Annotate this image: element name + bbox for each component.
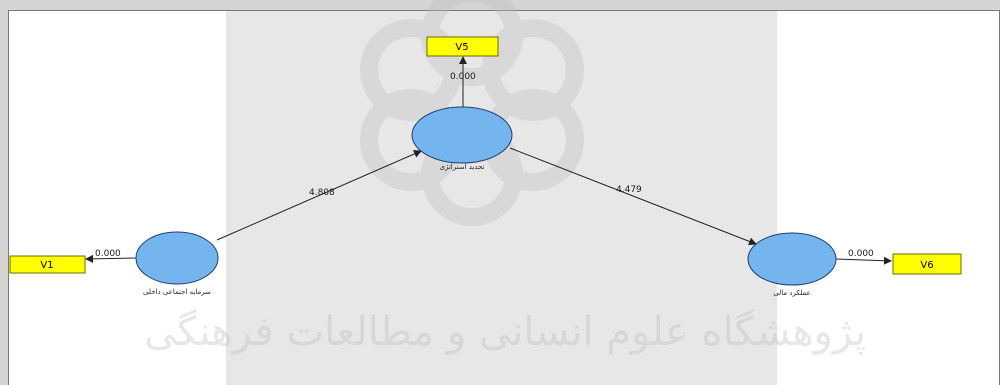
indicator-v1-box [9, 255, 86, 274]
path-left-to-center [216, 150, 422, 241]
latent-right-ellipse [747, 232, 837, 286]
coefficient-left-to-center: 4.808 [309, 188, 335, 198]
coefficient-center-to-right: 4.479 [616, 185, 642, 195]
panel-center [226, 10, 777, 385]
watermark-text: پژوهشگاه علوم انسانی و مطالعات فرهنگی [144, 309, 866, 355]
latent-left-label: سرمایه اجتماعی داخلی [143, 288, 211, 296]
latent-center[interactable]: تجدید استراتژی [411, 106, 513, 171]
latent-center-label: تجدید استراتژی [439, 163, 484, 171]
coefficient-center-to-v5: 0.000 [450, 72, 476, 82]
latent-left[interactable]: سرمایه اجتماعی داخلی [135, 231, 219, 296]
latent-center-ellipse [411, 106, 513, 164]
coefficient-left-to-v1: 0.000 [95, 249, 121, 259]
watermark: پژوهشگاه علوم انسانی و مطالعات فرهنگی [144, 0, 866, 355]
indicator-v1[interactable]: V1 [9, 255, 86, 274]
indicator-v5-box [426, 36, 499, 57]
latent-right[interactable]: عملکرد مالی [747, 232, 837, 297]
path-center-to-right [509, 147, 757, 246]
latent-right-label: عملکرد مالی [773, 289, 810, 297]
indicator-v5-label: V5 [455, 42, 468, 53]
coefficient-right-to-v6: 0.000 [848, 249, 874, 259]
indicator-v5[interactable]: V5 [426, 36, 499, 57]
path-right-to-v6 [835, 256, 892, 265]
indicator-v6-box [892, 253, 962, 275]
indicator-v1-label: V1 [40, 260, 53, 271]
panel-left [8, 10, 227, 385]
path-left-to-v1 [85, 254, 137, 263]
panel-right [777, 10, 1000, 385]
indicator-v6[interactable]: V6 [892, 253, 962, 275]
latent-left-ellipse [135, 231, 219, 285]
indicator-v6-label: V6 [920, 260, 933, 271]
